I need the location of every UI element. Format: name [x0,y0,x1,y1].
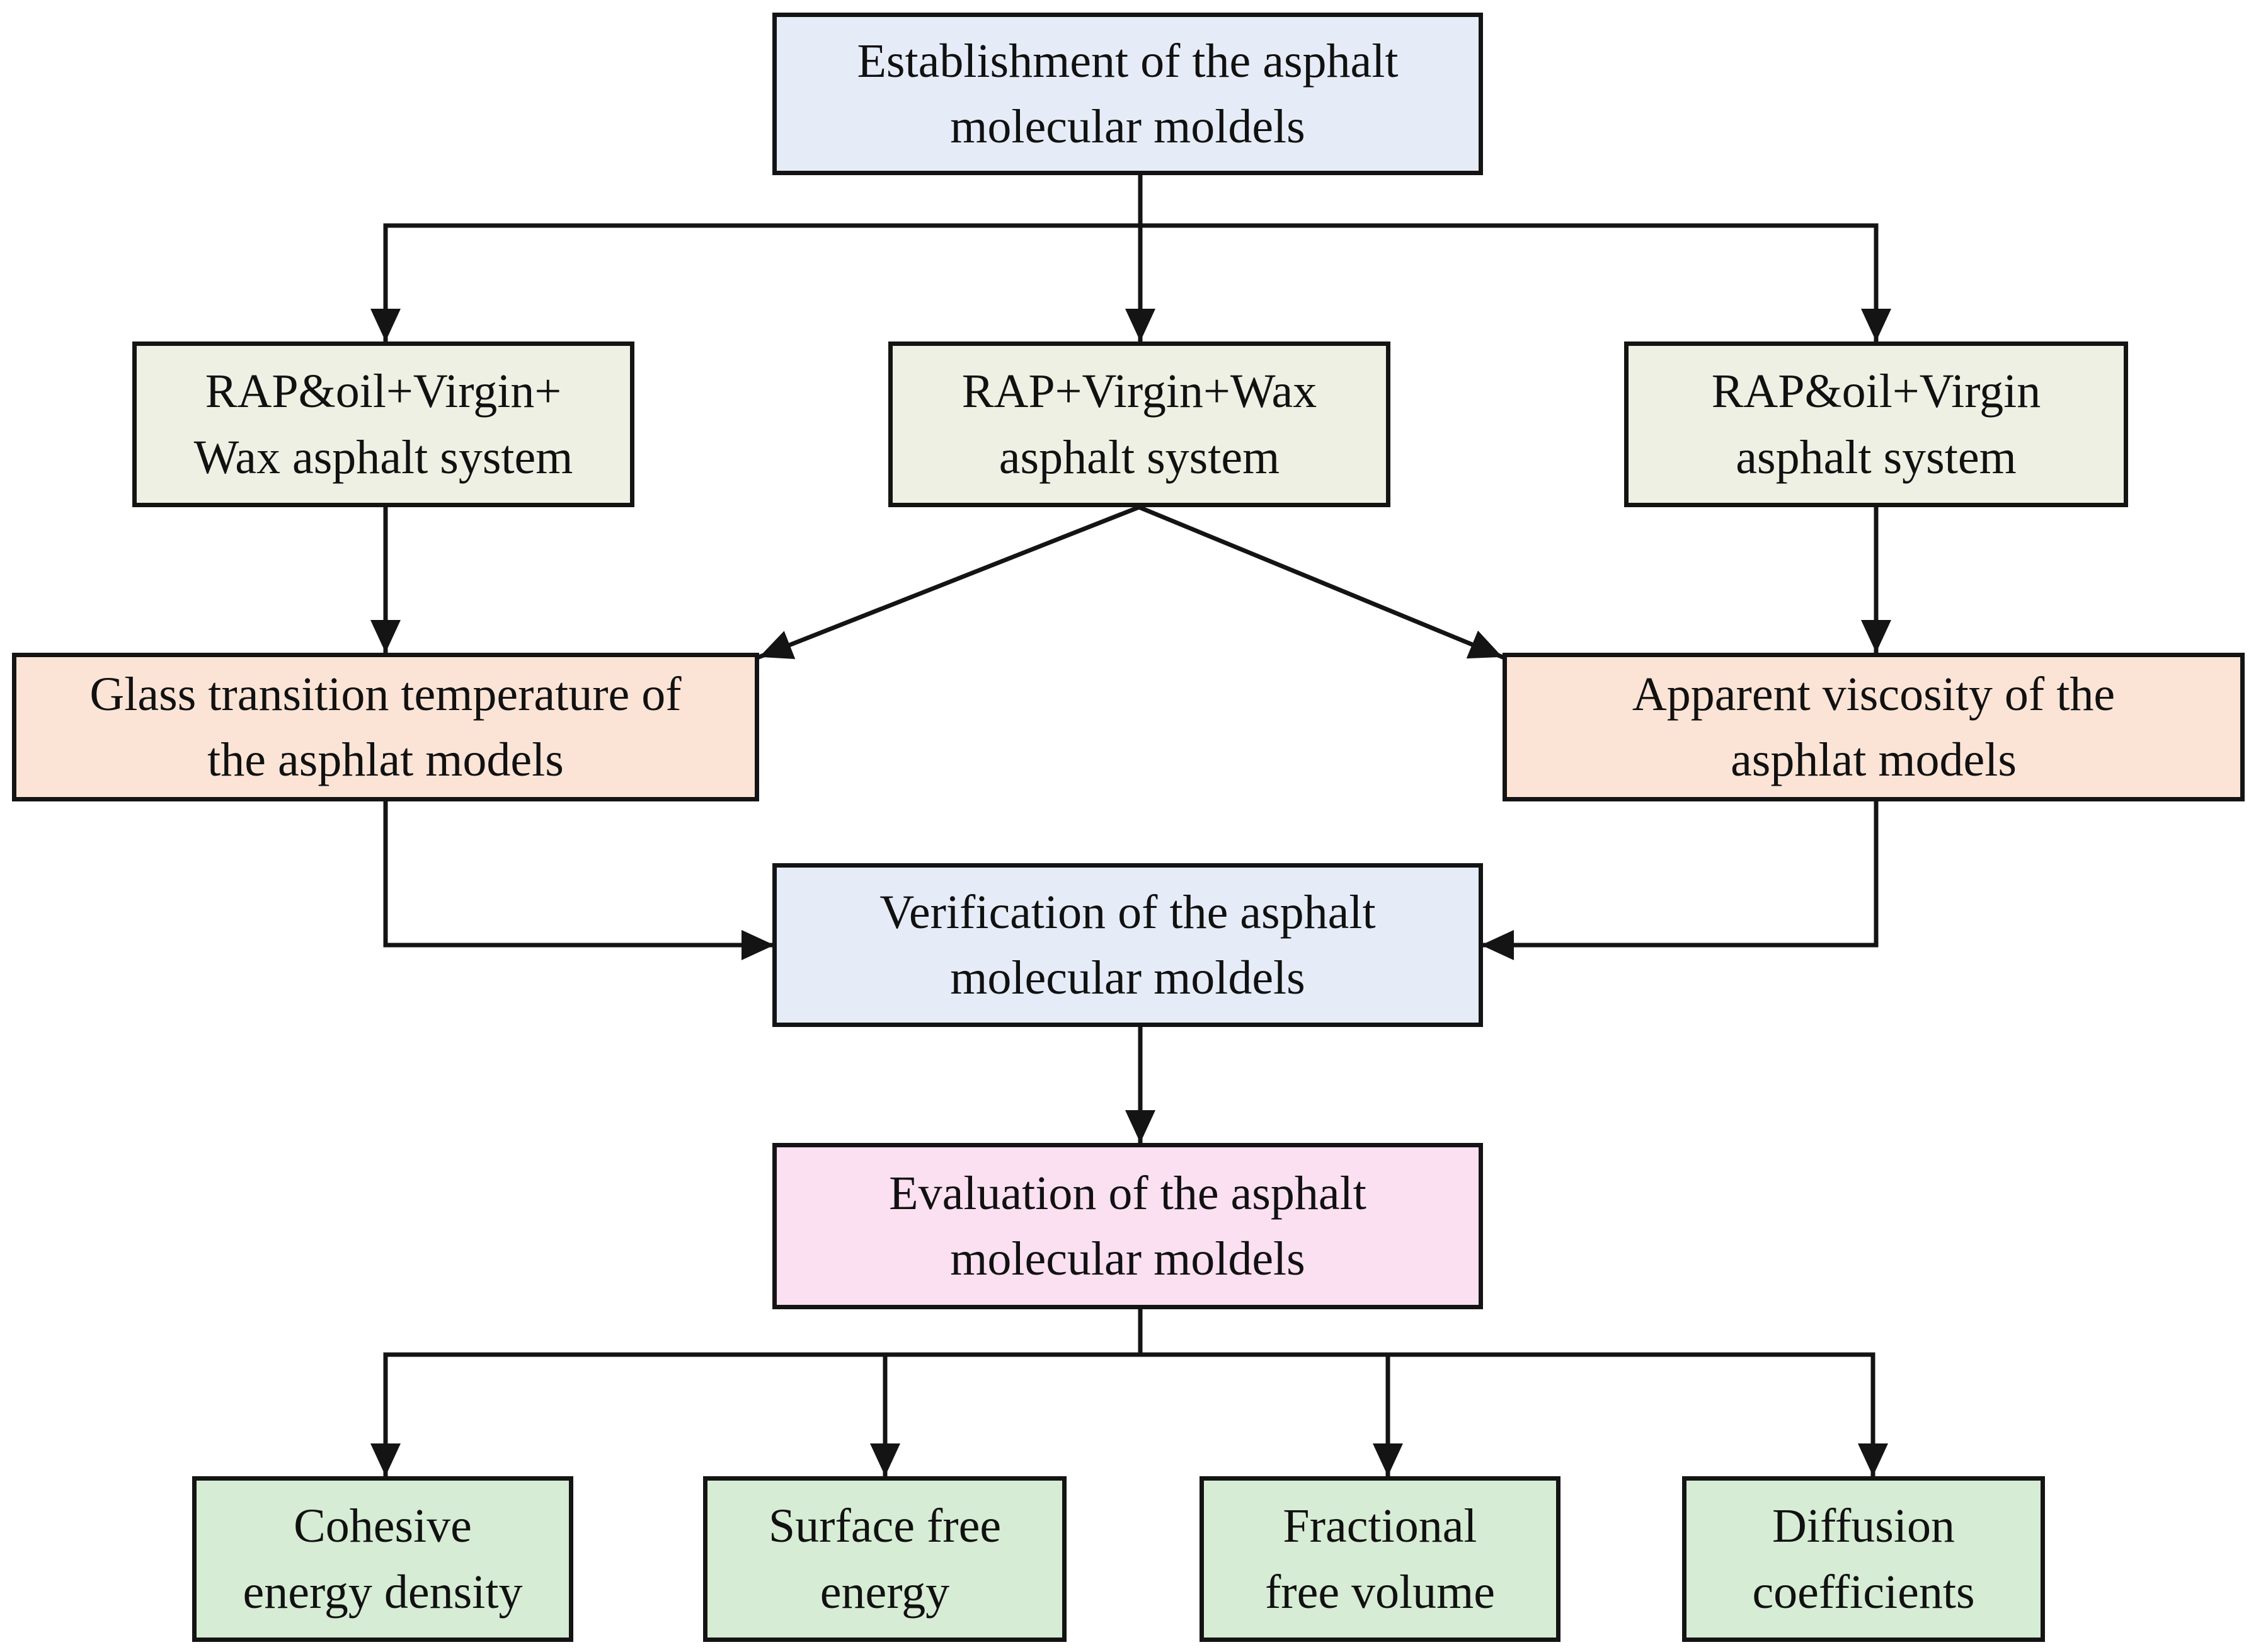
system-rap-virgin-wax-box: RAP+Virgin+Wax asphalt system [888,341,1390,507]
diffusion-coefficients-box: Diffusion coefficients [1682,1476,2045,1642]
glass-transition-box: Glass transition temperature of the asph… [12,653,759,801]
verification-box: Verification of the asphalt molecular mo… [772,863,1483,1027]
arrow-middle-system-to-viscosity [1136,504,1504,660]
system-rap-oil-virgin-box: RAP&oil+Virgin asphalt system [1624,341,2128,507]
fractional-free-volume-box: Fractional free volume [1200,1476,1560,1642]
arrow-glass-transition-to-verification [383,799,776,960]
establishment-box: Establishment of the asphalt molecular m… [772,13,1483,175]
system-rap-oil-virgin-wax-box: RAP&oil+Virgin+ Wax asphalt system [132,341,634,507]
arrow-viscosity-to-verification [1480,799,1879,960]
apparent-viscosity-box: Apparent viscosity of the asphlat models [1503,653,2245,801]
cohesive-energy-density-box: Cohesive energy density [192,1476,573,1642]
evaluation-box: Evaluation of the asphalt molecular mold… [772,1143,1483,1309]
arrow-middle-system-to-glass-transition [757,504,1142,660]
surface-free-energy-box: Surface free energy [703,1476,1067,1642]
